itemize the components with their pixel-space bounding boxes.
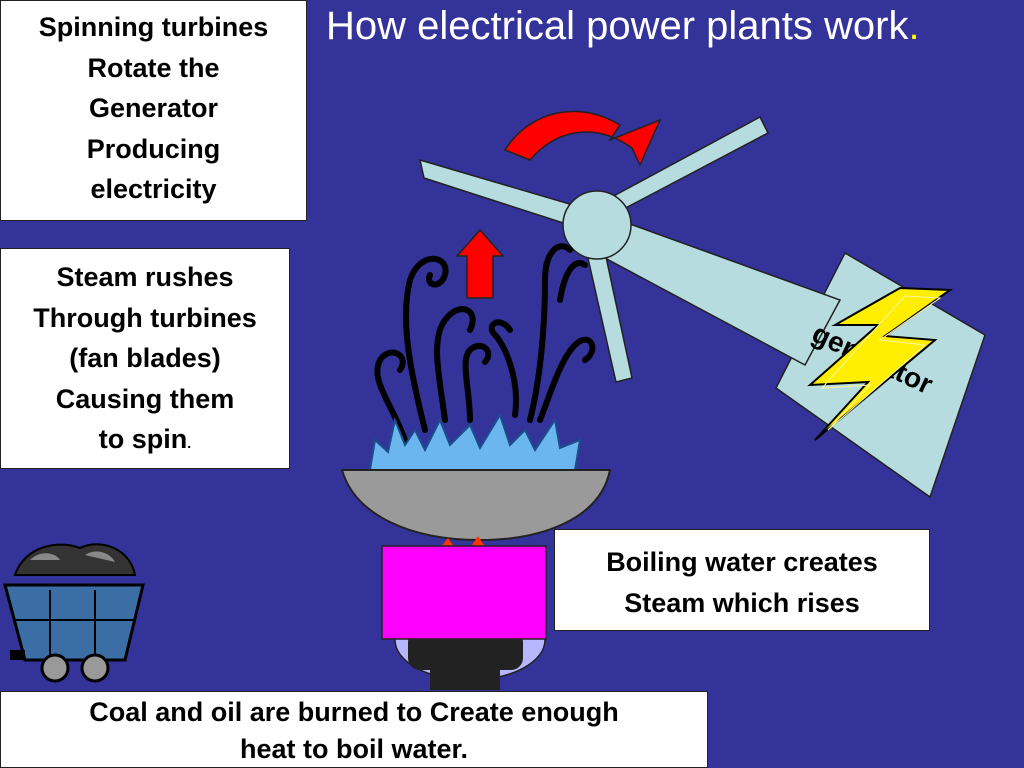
caption-line: Through turbines xyxy=(33,302,257,333)
caption-line: Spinning turbines xyxy=(38,12,269,42)
boiling-water-icon xyxy=(368,412,582,471)
caption-line: to spin. xyxy=(98,424,192,454)
caption-line: Coal and oil are burned to Create enough xyxy=(89,697,619,727)
caption-line: electricity xyxy=(90,174,217,204)
caption-line: Rotate the xyxy=(87,52,220,83)
steam-caption-box: Steam rushes Through turbines (fan blade… xyxy=(0,248,290,469)
caption-line: heat to boil water. xyxy=(239,734,469,764)
coal-caption-box: Coal and oil are burned to Create enough… xyxy=(0,691,708,768)
turbine-hub xyxy=(562,190,632,260)
up-arrow-icon xyxy=(455,228,505,299)
boiling-caption-box: Boiling water creates Steam which rises xyxy=(554,529,930,631)
caption-line: Steam rushes xyxy=(56,262,234,292)
caption-line: (fan blades) xyxy=(69,343,221,373)
caption-line: Boiling water creates xyxy=(606,547,878,577)
caption-line: Producing xyxy=(86,133,221,164)
burner-icon xyxy=(381,545,547,690)
caption-line: Generator xyxy=(88,93,219,123)
coal-cart-icon xyxy=(3,543,145,683)
turbine-blades xyxy=(418,115,769,383)
slide-title: How electrical power plants work. xyxy=(326,4,920,48)
caption-line: Causing them xyxy=(55,383,235,414)
rotate-arrow-icon xyxy=(503,110,662,167)
steam-swirls-icon xyxy=(374,243,596,443)
turbines-caption-box: Spinning turbines Rotate the Generator P… xyxy=(0,0,307,221)
lightning-bolt-icon xyxy=(807,286,953,441)
caption-line: Steam which rises xyxy=(624,587,860,618)
